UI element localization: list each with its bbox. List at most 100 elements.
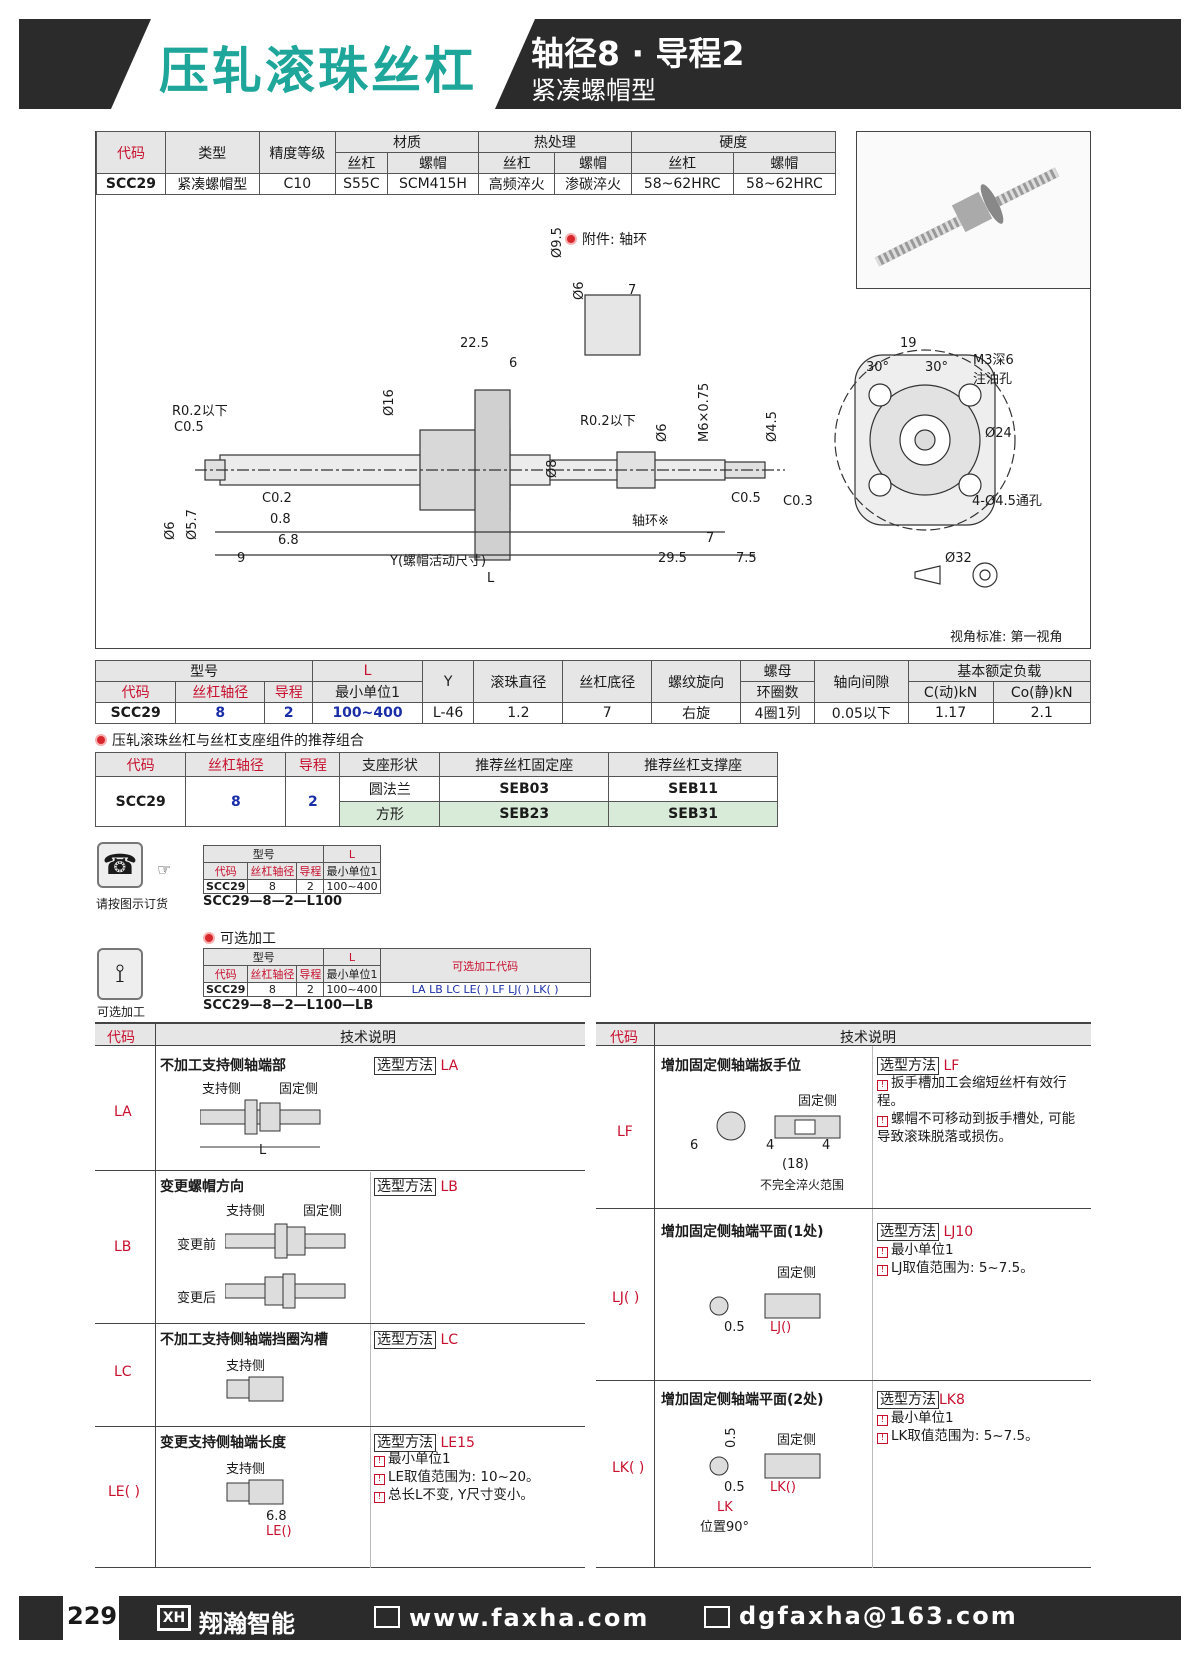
tech-method: 选型方法 LE15 [374, 1432, 475, 1452]
mail-icon [704, 1606, 730, 1628]
view-note: 视角标准: 第一视角 [950, 630, 1063, 645]
dim-label: 轴环※ [632, 514, 669, 529]
dim-label: 30° [925, 360, 949, 375]
cell: 100~400 [323, 879, 381, 894]
tech-label: 固定侧 [303, 1204, 343, 1219]
cell: SEB11 [608, 776, 778, 802]
dim-label: 29.5 [658, 551, 687, 566]
tech-label: 支持侧 [202, 1082, 242, 1097]
col-lead: 导程 [296, 965, 325, 983]
product-subtitle: 紧凑螺帽型 [531, 76, 657, 105]
col-support: 推荐丝杠支撑座 [608, 752, 778, 777]
website-link[interactable]: www.faxha.com [409, 1604, 650, 1632]
dim-label: Ø6 [572, 281, 587, 300]
cell: 高频淬火 [478, 173, 556, 195]
col-opt: 可选加工代码 [379, 948, 591, 983]
email-link[interactable]: dgfaxha@163.com [739, 1602, 1018, 1630]
col-code: 代码 [202, 862, 249, 880]
tech-label: 固定侧 [777, 1266, 817, 1281]
tech-code: LF [617, 1124, 633, 1140]
cell: SEB31 [608, 801, 778, 827]
lk-sketch-icon [709, 1453, 821, 1479]
tech-label: 变更后 [177, 1291, 217, 1306]
col-load: 基本额定负载 [907, 660, 1092, 682]
cell: 8 [247, 982, 298, 997]
cell: 1.2 [473, 702, 564, 724]
tech-title: 增加固定侧轴端平面(2处) [661, 1392, 824, 1408]
page-header: 压轧滚珠丝杠 轴径8 · 导程2 紧凑螺帽型 [19, 19, 1181, 109]
tech-notes: !最小单位1 !LE取值范围为: 10~20。 !总长L不变, Y尺寸变小。 [374, 1450, 540, 1504]
dim-label: Ø9.5 [550, 227, 565, 258]
pointer-icon: ☞ [157, 860, 172, 879]
col-L: L [323, 845, 381, 863]
col-code: 代码 [94, 681, 177, 703]
col-heat: 热处理 [478, 131, 632, 153]
tech-code: LJ( ) [612, 1290, 640, 1306]
attachment-note: 附件: 轴环 [565, 229, 647, 249]
dim-label: Ø4.5 [765, 411, 780, 442]
dim-label: 19 [900, 336, 917, 351]
tech-label: 变更前 [177, 1238, 217, 1253]
tech-label: LE() [266, 1524, 292, 1539]
tech-title: 不加工支持侧轴端挡圈沟槽 [160, 1332, 328, 1348]
tech-title: 增加固定侧轴端扳手位 [661, 1058, 801, 1074]
tech-label: L [259, 1143, 267, 1158]
drill-icon: ⟟ [97, 948, 143, 1000]
cell: SCC29 [96, 173, 166, 195]
col-co: Co(静)kN [992, 681, 1091, 703]
dim-label: 0.8 [270, 512, 291, 527]
col-dia: 丝杠轴径 [247, 965, 298, 983]
col-code: 代码 [202, 965, 249, 983]
col-shape: 支座形状 [339, 752, 441, 777]
cell: 圆法兰 [339, 776, 441, 802]
tech-notes: !最小单位1 !LK取值范围为: 5~7.5。 [877, 1409, 1039, 1445]
tech-label: 6.8 [266, 1509, 287, 1524]
cell: 2 [296, 982, 325, 997]
dim-label: R0.2以下 [172, 404, 228, 419]
col-nut: 螺母 [740, 660, 816, 682]
tech-label: LJ() [770, 1320, 792, 1335]
tech-label: 0.5 [724, 1427, 739, 1448]
options-table: 型号 L 可选加工代码 代码 丝杠轴径 导程 最小单位1 SCC29 8 2 1… [202, 948, 591, 997]
cell: 2.1 [992, 702, 1091, 724]
col-root: 丝杠底径 [562, 660, 653, 703]
dim-label: C0.5 [174, 420, 204, 435]
cell: 1.17 [907, 702, 994, 724]
cell: 渗碳淬火 [554, 173, 632, 195]
order-table: 型号 L 代码 丝杠轴径 导程 最小单位1 SCC29 8 2 100~400 [202, 845, 381, 894]
tech-label: 4 [822, 1138, 831, 1153]
cell: 4圈1列 [740, 702, 816, 724]
dim-label: C0.2 [262, 491, 292, 506]
ballscrew-photo-icon [874, 167, 1060, 267]
model-table: 型号 L Y 滚珠直径 丝杠底径 螺纹旋向 螺母 轴向间隙 基本额定负载 代码 … [94, 660, 1092, 724]
product-spec: 轴径8 · 导程2 [531, 34, 745, 73]
tech-label: 0.5 [724, 1480, 745, 1495]
cell: 紧凑螺帽型 [164, 173, 260, 195]
phone-icon: ☎ [97, 842, 143, 888]
tech-title: 变更支持侧轴端长度 [160, 1435, 286, 1451]
dim-label: 6 [509, 356, 518, 371]
dim-label: 22.5 [460, 336, 489, 351]
col-nut: 螺帽 [554, 152, 632, 174]
cell: 0.05以下 [814, 702, 909, 724]
tech-label: (18) [782, 1157, 809, 1172]
tech-label: LK() [770, 1480, 796, 1495]
tech-method: 选型方法 LC [374, 1329, 458, 1349]
tech-code: LB [114, 1239, 132, 1255]
col-L2: 最小单位1 [323, 862, 381, 880]
dim-label: 6.8 [278, 533, 299, 548]
tech-left [95, 1022, 585, 1568]
col-dir: 螺纹旋向 [651, 660, 742, 703]
cell: SEB23 [439, 801, 610, 827]
dim-label: C0.5 [731, 491, 761, 506]
lc-sketch-icon [226, 1376, 284, 1402]
dim-label: 注油孔 [973, 372, 1013, 387]
cell: 2 [285, 776, 341, 827]
dim-label: Ø16 [382, 389, 397, 416]
dim-label: 7 [706, 531, 715, 546]
brand-name: 翔瀚智能 [199, 1610, 295, 1638]
col-nut2: 环圈数 [740, 681, 816, 703]
cell: SCC29 [94, 702, 177, 724]
tech-label: 0.5 [724, 1320, 745, 1335]
